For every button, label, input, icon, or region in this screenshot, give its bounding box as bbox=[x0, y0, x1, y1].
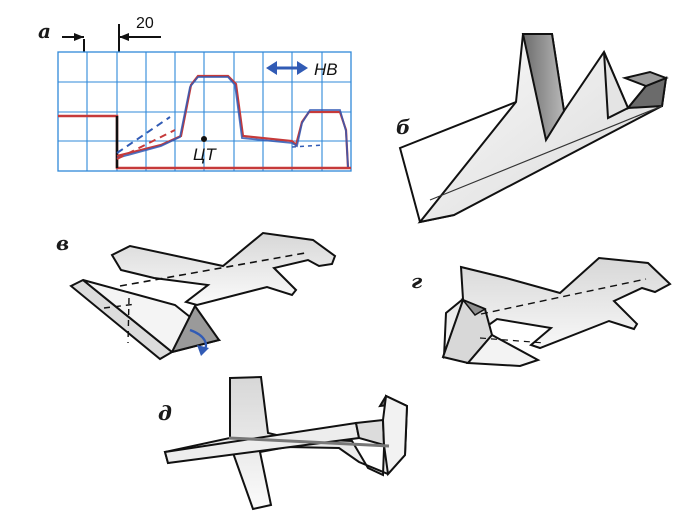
center-label: ЦТ bbox=[193, 145, 217, 164]
panel-label-d: д bbox=[158, 401, 172, 425]
dimension-marker: 20 bbox=[62, 15, 161, 55]
profile-lines: ЦТ bbox=[58, 74, 351, 170]
panel-label-v: в bbox=[56, 231, 69, 255]
dimension-label: 20 bbox=[136, 15, 154, 32]
panel-g: г bbox=[411, 256, 672, 368]
double-arrow-icon bbox=[266, 61, 308, 75]
direction-label: НВ bbox=[314, 60, 338, 79]
center-point bbox=[201, 136, 207, 142]
panel-label-b: б bbox=[396, 115, 410, 139]
panel-a: а 20 bbox=[38, 15, 352, 172]
panel-label-g: г bbox=[411, 269, 423, 293]
panel-b: б bbox=[396, 33, 669, 224]
panel-v: в bbox=[56, 231, 337, 361]
panel-label-a: а bbox=[38, 19, 51, 43]
grid bbox=[57, 51, 352, 172]
panel-d: д bbox=[158, 375, 409, 511]
